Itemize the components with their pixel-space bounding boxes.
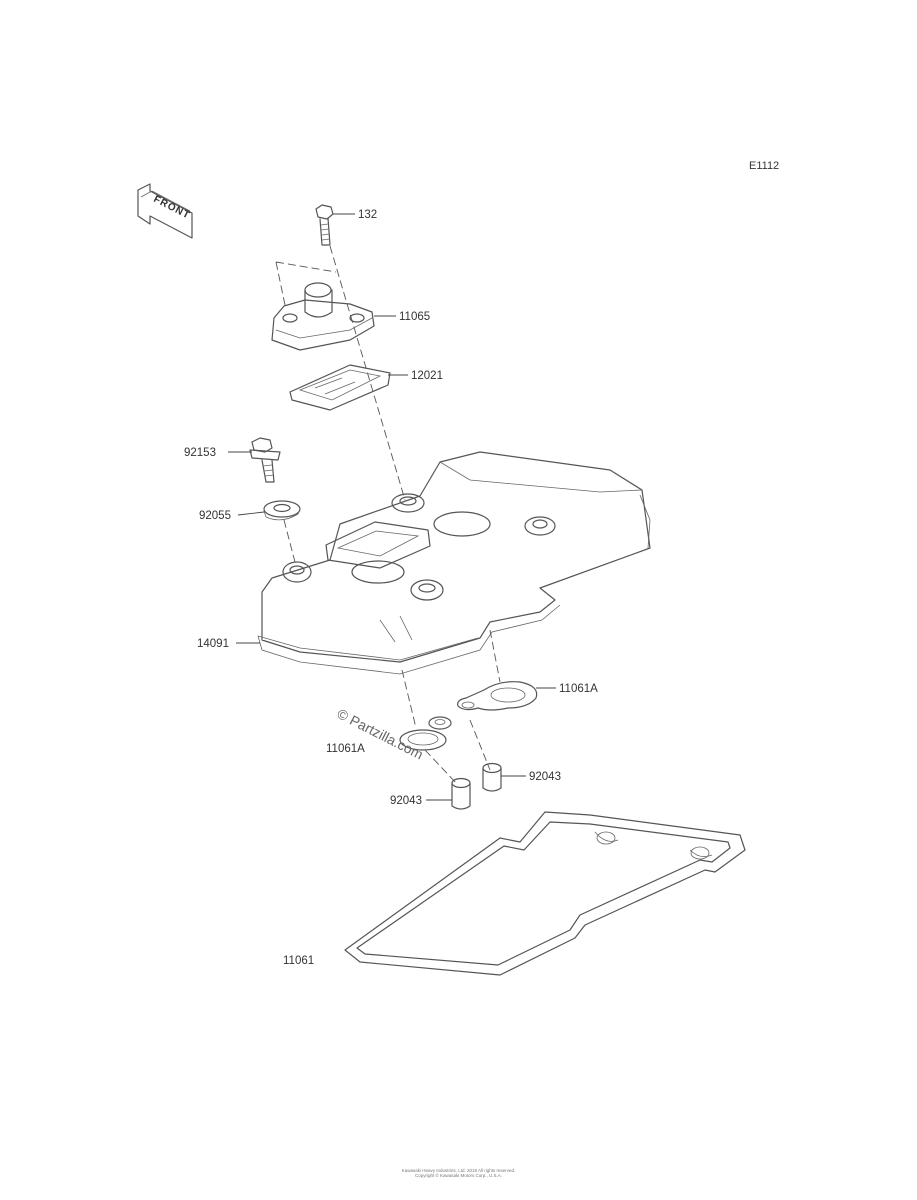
- part-label-92043-left[interactable]: 92043: [390, 795, 422, 807]
- guide-line-cap-top: [275, 261, 337, 273]
- guide-line-cap-left: [275, 261, 286, 306]
- part-label-11061[interactable]: 11061: [283, 955, 314, 967]
- dowel-pin-92043-right: [482, 762, 502, 792]
- oil-filler-cap-11065: [271, 282, 375, 351]
- cover-gasket-11061: [344, 811, 746, 976]
- copyright-line-1: Kawasaki Heavy Industries, Ltd. 2019 All…: [401, 1168, 516, 1173]
- leader-92055: [237, 511, 265, 516]
- guide-line-dowel-left: [424, 749, 459, 786]
- dowel-pin-92043-left: [451, 777, 471, 810]
- guide-line-grommet-right: [489, 629, 501, 683]
- copyright-footer: Kawasaki Heavy Industries, Ltd. 2019 All…: [0, 1168, 917, 1178]
- part-label-92043-right[interactable]: 92043: [529, 771, 561, 783]
- part-label-12021[interactable]: 12021: [411, 370, 443, 382]
- diagram-ref-code: E1112: [749, 160, 780, 172]
- guide-line-dowel-right: [469, 719, 491, 771]
- front-label: FRONT: [152, 194, 192, 222]
- bolt-92153: [249, 437, 281, 483]
- guide-line-grommet-left: [401, 669, 417, 729]
- guide-line-bolt: [329, 245, 406, 501]
- copyright-line-2: Copyright © Kawasaki Motors Corp., U.S.A…: [414, 1173, 503, 1178]
- part-label-11065[interactable]: 11065: [399, 311, 430, 323]
- part-label-132[interactable]: 132: [358, 209, 377, 221]
- front-arrow-icon: FRONT: [137, 183, 193, 239]
- part-label-11061a-right[interactable]: 11061A: [559, 683, 598, 695]
- plug-gasket-11061a-left: [399, 716, 452, 751]
- plug-gasket-11061a-right: [457, 681, 538, 711]
- part-label-92055[interactable]: 92055: [199, 510, 231, 522]
- breather-plate-12021: [289, 364, 391, 411]
- part-label-14091[interactable]: 14091: [197, 638, 229, 650]
- part-label-11061a-left[interactable]: 11061A: [326, 743, 365, 755]
- cylinder-head-cover-14091: [257, 451, 651, 675]
- bolt-132: [315, 204, 334, 246]
- part-label-92153[interactable]: 92153: [184, 447, 216, 459]
- washer-92055: [263, 500, 301, 521]
- guide-line-washer: [283, 519, 296, 563]
